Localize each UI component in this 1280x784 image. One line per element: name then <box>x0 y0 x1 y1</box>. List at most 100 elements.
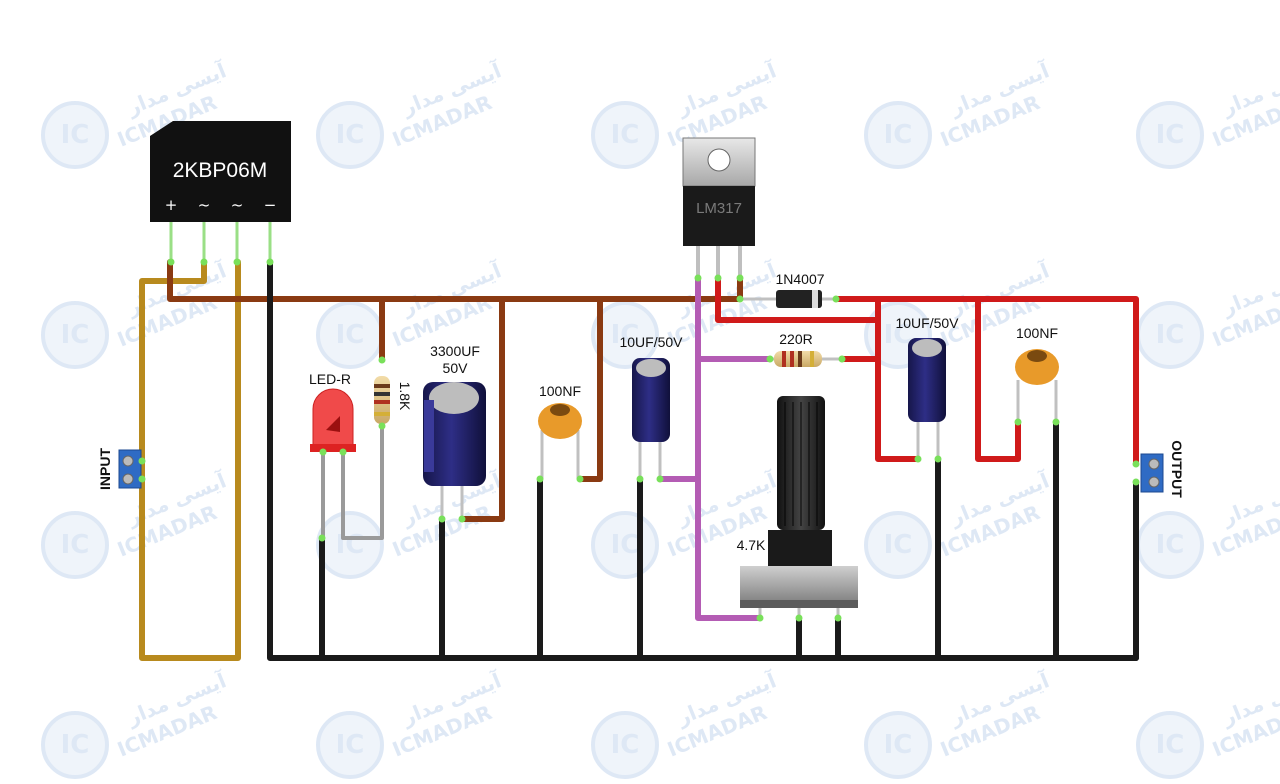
bridge-pin-plus: + <box>165 196 178 214</box>
pin-contact <box>319 448 327 456</box>
watermark-logo: IC <box>884 730 913 760</box>
pin-contact <box>656 475 664 483</box>
led-lead-anode <box>341 424 384 540</box>
watermark-logo-ring <box>41 101 109 169</box>
rectified-wire-cap3300 <box>459 296 505 522</box>
pin-contact <box>378 422 386 430</box>
led-red[interactable]: LED-R <box>309 371 356 452</box>
bridge-pin-ac1: ~ <box>198 196 211 214</box>
bridge-pin-ac2: ~ <box>231 196 244 214</box>
cap10uf-label: 10UF/50V <box>619 334 683 350</box>
ground-bus <box>267 259 1139 661</box>
pin-contact <box>636 475 644 483</box>
resistor-1k8[interactable]: 1.8K <box>374 376 413 424</box>
led-label: LED-R <box>309 371 351 387</box>
watermark-logo: IC <box>61 120 90 150</box>
pin-contact <box>795 614 803 622</box>
bridge-legs <box>169 222 272 262</box>
watermark-logo: IC <box>1156 530 1185 560</box>
pin-contact <box>438 515 446 523</box>
cap10uf-out-body <box>908 338 946 422</box>
r18k-band-4 <box>374 412 390 416</box>
rectified-bus <box>167 259 743 302</box>
pin-contact <box>838 355 846 363</box>
r18k-band-3 <box>374 400 390 404</box>
cap10uf-out-top <box>912 339 942 357</box>
cap-10uf-output[interactable]: 10UF/50V <box>895 315 959 459</box>
diode-label: 1N4007 <box>775 271 824 287</box>
input-screw-1 <box>122 455 134 467</box>
resistor-220r[interactable]: 220R <box>770 331 842 367</box>
cap-10uf-adj[interactable]: 10UF/50V <box>619 334 683 479</box>
watermark-logo: IC <box>611 730 640 760</box>
potentiometer-4k7[interactable]: 4.7K <box>737 396 858 620</box>
watermark-logo: IC <box>1156 320 1185 350</box>
watermark-logo-ring <box>1136 711 1204 779</box>
diode-body <box>776 290 822 308</box>
pin-contact <box>266 258 274 266</box>
pot-ridges <box>784 402 818 526</box>
watermark-logo: IC <box>336 120 365 150</box>
watermark-logo: IC <box>61 320 90 350</box>
pin-contact <box>736 274 744 282</box>
cap3300-label-2: 50V <box>443 360 469 376</box>
cap3300-stripe <box>424 400 434 472</box>
watermark-logo: IC <box>336 730 365 760</box>
lm317-label: LM317 <box>696 200 742 217</box>
watermark-logo: IC <box>1156 120 1185 150</box>
watermark-logo: IC <box>884 120 913 150</box>
cap3300-top <box>429 382 479 414</box>
bridge-rectifier[interactable]: 2KBP06M + ~ ~ − <box>150 121 291 262</box>
input-terminal[interactable]: INPUT <box>97 448 142 490</box>
watermark-logo: IC <box>336 320 365 350</box>
watermark-logo: IC <box>61 730 90 760</box>
led-die <box>326 416 340 432</box>
r18k-band-1 <box>374 384 390 388</box>
r220-band-1 <box>782 351 786 367</box>
cap-3300uf[interactable]: 3300UF 50V <box>423 343 486 519</box>
diode-1n4007[interactable]: 1N4007 <box>740 271 836 308</box>
watermark-logo: IC <box>61 530 90 560</box>
r18k-label: 1.8K <box>397 382 413 411</box>
r18k-band-2 <box>374 392 390 396</box>
watermark-logo: IC <box>884 530 913 560</box>
output-wire-vout <box>715 275 881 323</box>
watermark-logo-ring <box>1136 101 1204 169</box>
watermark-logo-ring <box>864 511 932 579</box>
lm317-regulator[interactable]: LM317 <box>682 137 756 299</box>
rectified-wire-cap100nf <box>577 296 603 482</box>
watermark-logo-ring <box>864 101 932 169</box>
pin-contacts <box>138 258 1140 622</box>
r220-label: 220R <box>779 331 812 347</box>
watermark-logo-ring <box>316 711 384 779</box>
watermark-logo: IC <box>884 320 913 350</box>
pin-contact <box>339 448 347 456</box>
watermark-logo-ring <box>591 711 659 779</box>
pin-contact <box>934 455 942 463</box>
pin-contact <box>138 475 146 483</box>
watermark-logo-ring <box>41 511 109 579</box>
pin-contact <box>138 457 146 465</box>
pin-contact <box>200 258 208 266</box>
cap10uf-out-label: 10UF/50V <box>895 315 959 331</box>
pin-contact <box>834 614 842 622</box>
r220-band-2 <box>790 351 794 367</box>
cap-100nf-output[interactable]: 100NF <box>1015 325 1059 422</box>
adjust-wire <box>695 275 761 621</box>
watermark-logo: IC <box>611 320 640 350</box>
output-screw-1 <box>1148 458 1160 470</box>
pin-contact <box>736 295 744 303</box>
output-terminal[interactable]: OUTPUT <box>1140 440 1185 498</box>
cap-100nf-input[interactable]: 100NF <box>538 383 582 479</box>
cap100nf-out-body <box>1015 349 1059 385</box>
pot-body <box>740 566 858 606</box>
